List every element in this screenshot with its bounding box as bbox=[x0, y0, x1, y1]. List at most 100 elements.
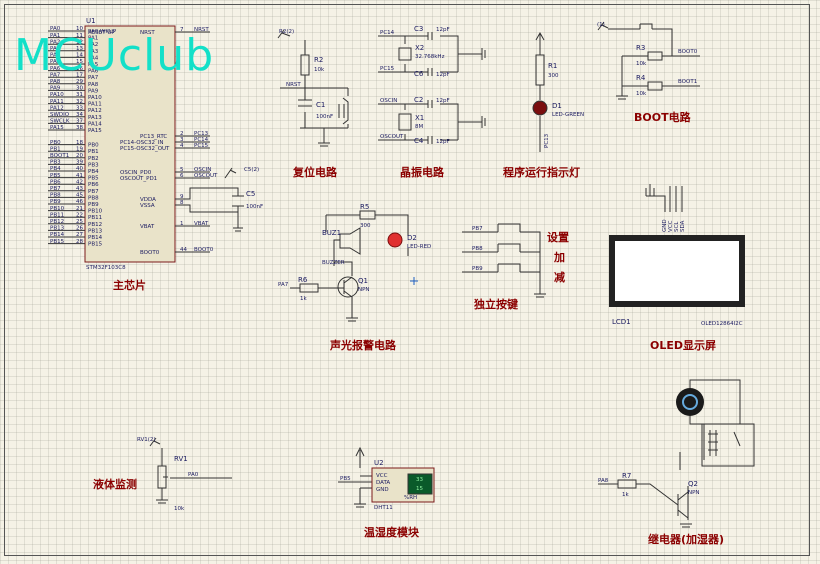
mcu-left-pin-number: 45 bbox=[76, 193, 83, 199]
d1-value: LED-GREEN bbox=[552, 112, 584, 118]
mcu-left-net-label: PB1 bbox=[50, 146, 61, 152]
mcu-left-net-label: BOOT1 bbox=[50, 153, 69, 159]
mcu-left-net-label: PB13 bbox=[50, 226, 65, 232]
dht11-lcd-top: 33 bbox=[416, 477, 423, 483]
alarm-circuit[interactable]: BUZ1 BUZZER R5 300 D2 LED-RED R6 1k Q1 N… bbox=[278, 203, 431, 352]
crystal-cap-value: 12pF bbox=[436, 27, 450, 33]
mcu-inner-right-label: PC14-OSC32_IN bbox=[120, 140, 163, 146]
mcu-left-net-label: PB15 bbox=[50, 239, 65, 245]
motor-rotor-icon bbox=[682, 394, 698, 410]
keys-circuit[interactable]: PB7 PB8 PB9 设置 加 减 独立按键 bbox=[462, 223, 569, 311]
x2-value: 32.768kHz bbox=[415, 54, 445, 60]
q1-symbol bbox=[337, 276, 359, 298]
led-indicator[interactable]: R1 300 D1 LED-GREEN PC13 程序运行指示灯 bbox=[503, 31, 584, 179]
mcu-inner-right-label: VSSA bbox=[140, 203, 155, 209]
mcu-inner-pin-label: PB2 bbox=[88, 156, 99, 162]
relay-body bbox=[701, 423, 755, 467]
mcu-inner-pin-label: PA12 bbox=[88, 108, 102, 114]
mcu-left-net-label: PA2 bbox=[50, 39, 60, 45]
sheet-border bbox=[4, 4, 810, 556]
mcu-left-net-label: PA7 bbox=[50, 72, 61, 78]
mcu-inner-pin-label: PA1 bbox=[88, 36, 98, 42]
mcu-inner-pin-label: PB7 bbox=[88, 189, 99, 195]
mcu-inner-pin-label: PA9 bbox=[88, 88, 99, 94]
r3-ref: R3 bbox=[636, 44, 645, 52]
mcu-left-pin-number: 25 bbox=[76, 219, 83, 225]
mcu-inner-pin-label: PB1 bbox=[88, 149, 99, 155]
led-caption: 程序运行指示灯 bbox=[503, 165, 580, 179]
reset-circuit[interactable]: R2(2) R2 10k C1 100nF NRST 复位电路 bbox=[277, 29, 349, 179]
mcu-inner-right-label: OSCOUT_PD1 bbox=[120, 176, 157, 182]
r7-value: 1k bbox=[622, 492, 629, 498]
mcu-left-net-label: PB12 bbox=[50, 219, 64, 225]
dht11-net: PB5 bbox=[340, 476, 351, 482]
reset-net: NRST bbox=[286, 82, 301, 88]
mcu-left-pin-number: 34 bbox=[76, 112, 83, 118]
r3-symbol bbox=[647, 51, 663, 61]
mcu-inner-right-label: OSCIN_PD0 bbox=[120, 170, 152, 176]
r3-value: 10k bbox=[636, 61, 647, 67]
d1-led-icon bbox=[532, 100, 548, 116]
mcu-left-net-label: PB7 bbox=[50, 186, 61, 192]
mcu-inner-pin-label: PA3 bbox=[88, 49, 99, 55]
mcu-body bbox=[84, 25, 176, 263]
mcu-left-pin-number: 29 bbox=[76, 79, 83, 85]
dht11-pin-data: DATA bbox=[376, 480, 390, 486]
key-net-2: PB8 bbox=[472, 246, 483, 252]
c1-value: 100nF bbox=[316, 114, 333, 120]
mcu-inner-pin-label: PB8 bbox=[88, 195, 99, 201]
q1-ref: Q1 bbox=[358, 277, 368, 285]
led-net: PC13 bbox=[544, 133, 550, 148]
mcu-left-pin-number: 28 bbox=[76, 239, 83, 245]
rv1-probe: RV1(2) bbox=[137, 437, 156, 443]
mcu-left-net-label: PA8 bbox=[50, 79, 61, 85]
mcu-part: STM32F103C8 bbox=[86, 265, 126, 271]
mcu-left-net-label: PA12 bbox=[50, 105, 64, 111]
mcu-left-pin-number: 27 bbox=[76, 232, 83, 238]
x1-value: 8M bbox=[415, 124, 423, 130]
mcu-left-pin-number: 40 bbox=[76, 166, 83, 172]
mcu-right-pin-number: 7 bbox=[180, 27, 184, 33]
mcu-right-net-label: PC13 bbox=[194, 131, 209, 137]
mcu-inner-right-label: PC13_RTC bbox=[140, 134, 167, 140]
relay-caption: 继电器(加湿器) bbox=[648, 532, 724, 546]
c1-ref: C1 bbox=[316, 101, 325, 109]
q2-value: NPN bbox=[688, 490, 700, 496]
c5-value: 100nF bbox=[246, 204, 263, 210]
x1-ref: X1 bbox=[415, 114, 424, 122]
crystal-net-label: PC14 bbox=[380, 30, 395, 36]
d1-ref: D1 bbox=[552, 102, 562, 110]
r4-ref: R4 bbox=[636, 74, 646, 82]
mcu-left-net-label: PB11 bbox=[50, 212, 64, 218]
c5-decoupling[interactable]: C5 100nF C5(2) bbox=[175, 167, 263, 232]
mcu-caption: 主芯片 bbox=[113, 278, 146, 292]
mcu-right-pin-number: 6 bbox=[180, 173, 184, 179]
mcu-inner-pin-label: PA0-WKUP bbox=[88, 29, 117, 35]
mcu-inner-right-label: BOOT0 bbox=[140, 250, 160, 256]
mcu-left-pin-number: 38 bbox=[76, 125, 83, 131]
r7-symbol bbox=[617, 479, 637, 489]
crystal-net-label: OSCIN bbox=[380, 98, 397, 104]
mcu-left-net-label: PA11 bbox=[50, 99, 64, 105]
mcu-inner-pin-label: PB10 bbox=[88, 209, 103, 215]
relay-circuit[interactable]: R7 1k Q2 NPN PA8 继电器(加湿器) bbox=[598, 379, 755, 546]
mcu-left-pin-number: 30 bbox=[76, 86, 83, 92]
mcu-inner-pin-label: PA7 bbox=[88, 75, 99, 81]
mcu-left-pin-number: 46 bbox=[76, 199, 83, 205]
sensor-caption: 液体监测 bbox=[93, 477, 137, 491]
mcu-ref: U1 bbox=[86, 17, 96, 25]
dht11-module[interactable]: 33 15 VCC DATA GND %RH U2 DHT11 PB5 温湿度模… bbox=[338, 446, 435, 539]
boot-circuit[interactable]: (1) R3 10k R4 10k BOOT0 BOOT1 BOOT电路 bbox=[597, 21, 700, 124]
mcu-right-net-label: PC14 bbox=[194, 137, 209, 143]
liquid-sensor[interactable]: RV1(2) RV1 10k PA0 液体监测 bbox=[93, 437, 232, 512]
crystal-caption: 晶振电路 bbox=[400, 165, 445, 179]
boot-caption: BOOT电路 bbox=[634, 110, 692, 124]
